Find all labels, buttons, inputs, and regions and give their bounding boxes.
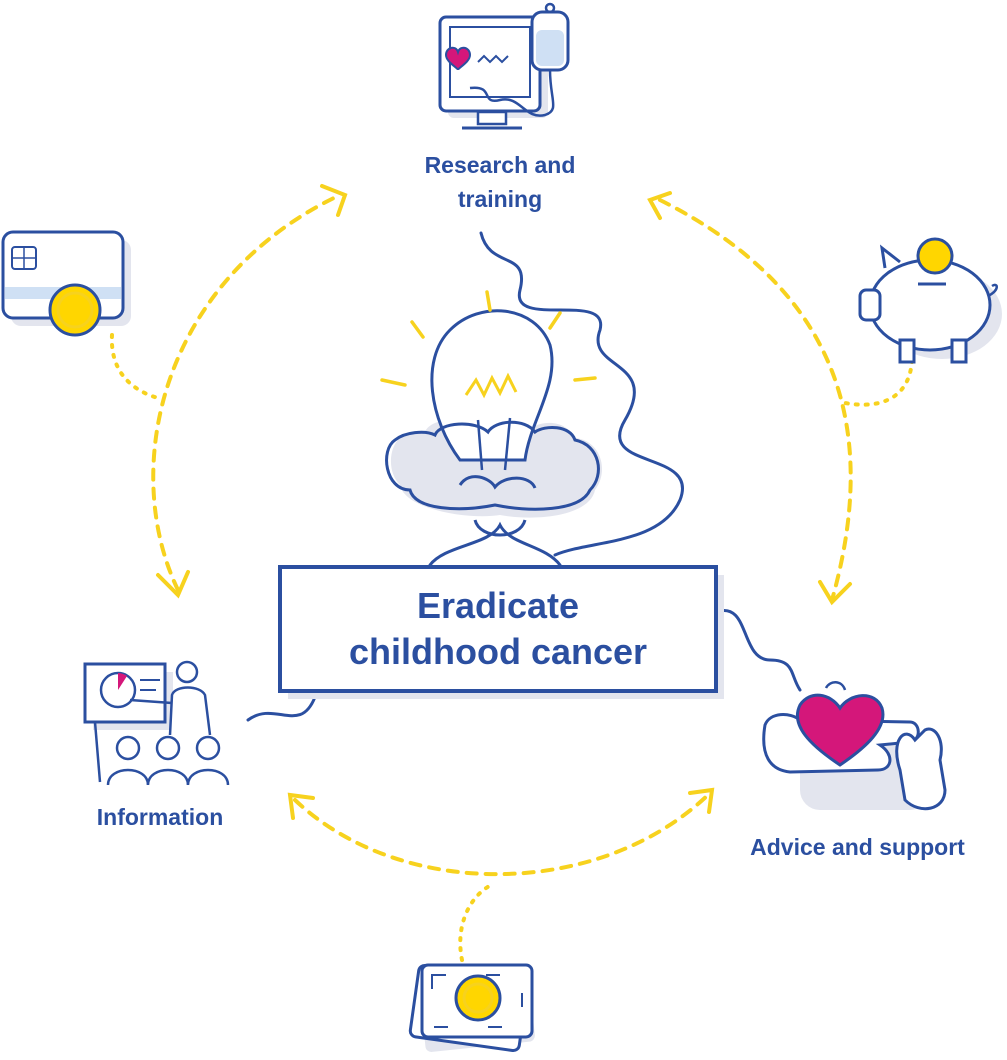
arrowhead-research-left — [320, 184, 348, 217]
node-label-advice: Advice and support — [750, 834, 965, 860]
cycle-arrows — [109, 184, 914, 962]
node-label-research: Research and training — [380, 148, 620, 216]
connector-lines — [246, 231, 802, 722]
dotted-notes-feeder — [458, 882, 495, 962]
connector-advice — [714, 608, 802, 692]
connector-information — [246, 695, 317, 722]
center-goal-box: Eradicate childhood cancer — [280, 567, 716, 691]
piggy-bank-icon — [858, 237, 1002, 364]
connector-bulb-box — [428, 521, 562, 567]
hand-heart-icon — [762, 681, 947, 811]
arrowhead-research-right — [647, 191, 672, 220]
arrowhead-advice-top — [818, 580, 852, 606]
center-box-frame — [278, 565, 724, 699]
credit-card-coin-icon — [1, 230, 131, 337]
arrow-bottom — [293, 791, 712, 877]
arrow-right-upper — [658, 198, 853, 602]
center-title-line1: Eradicate — [416, 585, 580, 626]
lightbulb-cloud-icon — [380, 290, 603, 537]
arrow-left-upper — [151, 193, 342, 592]
research-label-line1: Research and — [424, 152, 576, 178]
dotted-card-feeder — [109, 333, 160, 400]
presentation-audience-icon — [83, 660, 230, 786]
connector-research — [479, 231, 684, 557]
arrowhead-information-bottom — [287, 792, 315, 820]
computer-monitor-iv-drip-icon — [438, 2, 570, 130]
banknotes-coin-icon — [408, 963, 535, 1053]
node-label-information: Information — [96, 804, 224, 830]
arrowhead-advice-bottom — [688, 787, 715, 814]
center-title-line2: childhood cancer — [348, 631, 648, 672]
research-label-line2: training — [457, 186, 543, 212]
dotted-piggy-feeder — [843, 358, 914, 407]
arrowhead-information-top — [156, 570, 190, 599]
